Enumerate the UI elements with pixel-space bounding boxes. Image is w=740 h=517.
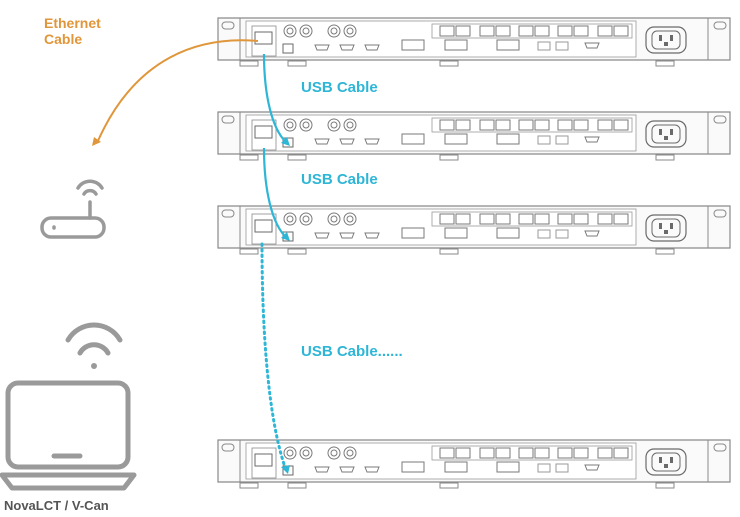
processor-device-1 — [0, 13, 740, 67]
usb-cable-3-arrowhead — [281, 465, 290, 474]
usb-cable-2 — [262, 147, 288, 239]
usb-cable-1 — [262, 53, 288, 144]
ethernet-cable — [96, 39, 259, 144]
ethernet-cable-label: Ethernet Cable — [44, 15, 101, 47]
ethernet-label-line1: Ethernet — [44, 15, 101, 31]
wifi-icon — [65, 322, 123, 369]
usb-cable-2-arrowhead — [281, 232, 290, 241]
ethernet-label-line2: Cable — [44, 31, 83, 47]
usb-cable-3-dotted — [260, 242, 288, 472]
processor-device-4 — [0, 435, 740, 489]
router-wifi-icon — [40, 179, 106, 239]
usb-cable-label-3: USB Cable...... — [301, 343, 403, 360]
laptop-icon — [0, 380, 137, 491]
computer-software-label: NovaLCT / V-Can — [4, 498, 109, 513]
usb-cable-1-arrowhead — [281, 137, 290, 146]
usb-cable-label-1: USB Cable — [301, 79, 378, 96]
usb-cable-label-2: USB Cable — [301, 171, 378, 188]
ethernet-arrowhead — [92, 137, 101, 146]
processor-device-3 — [0, 201, 740, 255]
